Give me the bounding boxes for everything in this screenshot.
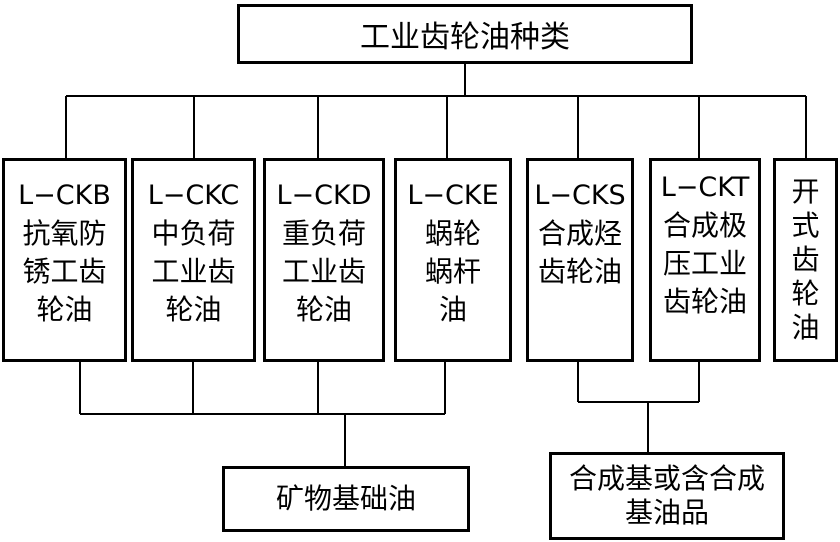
root-node: 工业齿轮油种类 [237, 4, 693, 64]
synthetic-base-oil-line: 合成基或含合成 [568, 462, 765, 495]
category-line: 轮油 [295, 293, 352, 326]
category-node-open-gear: 开 式 齿 轮 油 [773, 158, 838, 362]
category-node-cks: L−CKS 合成烃 齿轮油 [526, 158, 634, 362]
category-line: 工业齿 [281, 255, 366, 288]
category-line: 工业齿 [151, 255, 236, 288]
synthetic-base-oil-node: 合成基或含合成 基油品 [549, 452, 785, 540]
category-line: 合成烃 [537, 217, 622, 250]
category-line: 轮油 [165, 293, 222, 326]
synthetic-base-oil-line: 基油品 [624, 496, 709, 529]
category-code: L−CKS [534, 180, 626, 211]
category-line: 锈工齿 [22, 255, 107, 288]
category-line: 重负荷 [281, 217, 366, 250]
category-code: L−CKT [660, 172, 750, 203]
category-line: 齿轮油 [662, 285, 747, 318]
category-code: L−CKE [407, 180, 499, 211]
category-line: 齿轮油 [537, 255, 622, 288]
category-line: 蜗杆 [424, 255, 481, 288]
category-node-ckc: L−CKC 中负荷 工业齿 轮油 [131, 158, 256, 362]
category-line: 开 [791, 175, 820, 208]
category-line: 齿 [791, 243, 820, 276]
category-code: L−CKD [276, 180, 372, 211]
category-code: L−CKC [147, 180, 240, 211]
mineral-base-oil-label: 矿物基础油 [275, 482, 416, 515]
mineral-base-oil-node: 矿物基础油 [222, 466, 470, 532]
category-line: 轮 [791, 277, 820, 310]
category-line: 油 [791, 311, 820, 344]
category-line: 蜗轮 [424, 217, 481, 250]
category-node-ckt: L−CKT 合成极 压工业 齿轮油 [649, 158, 761, 362]
category-line: 抗氧防 [22, 217, 107, 250]
category-line: 式 [791, 209, 820, 242]
category-line: 轮油 [36, 293, 93, 326]
category-node-cke: L−CKE 蜗轮 蜗杆 油 [394, 158, 512, 362]
category-node-ckd: L−CKD 重负荷 工业齿 轮油 [263, 158, 385, 362]
category-line: 中负荷 [151, 217, 236, 250]
category-line: 压工业 [662, 247, 747, 280]
category-line: 油 [438, 293, 467, 326]
category-line: 合成极 [662, 209, 747, 242]
category-node-ckb: L−CKB 抗氧防 锈工齿 轮油 [2, 158, 127, 362]
root-label: 工业齿轮油种类 [360, 20, 570, 55]
category-code: L−CKB [18, 180, 111, 211]
